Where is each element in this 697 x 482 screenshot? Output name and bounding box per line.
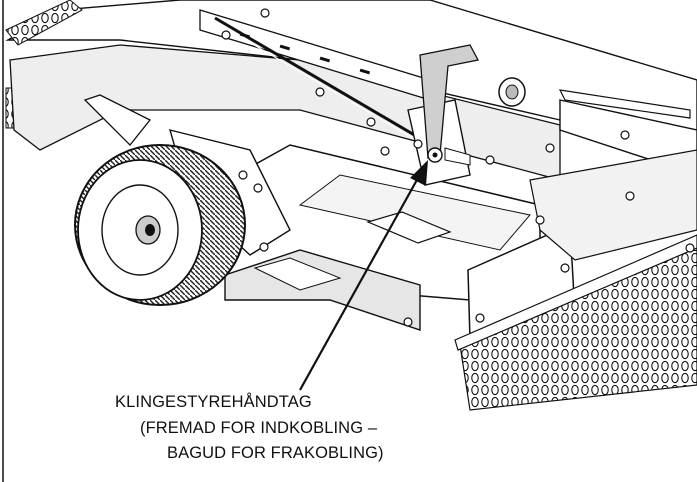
callout-label-engage: (FREMAD FOR INDKOBLING – — [140, 419, 378, 437]
callout-leader-line — [299, 177, 419, 391]
callout-arrowhead — [410, 160, 428, 186]
callout-label-disengage: BAGUD FOR FRAKOBLING) — [167, 444, 384, 462]
chain-guard-rail — [454, 234, 697, 351]
left-chain-guard — [5, 0, 83, 46]
callout-label-title: KLINGESTYREHÅNDTAG — [115, 393, 312, 411]
top-right-bracket — [558, 89, 691, 119]
deck-shell-top — [5, 0, 697, 151]
control-rod — [214, 16, 441, 152]
gauge-wheel — [74, 144, 246, 306]
bolts — [221, 8, 695, 327]
deck-opening — [366, 211, 452, 244]
